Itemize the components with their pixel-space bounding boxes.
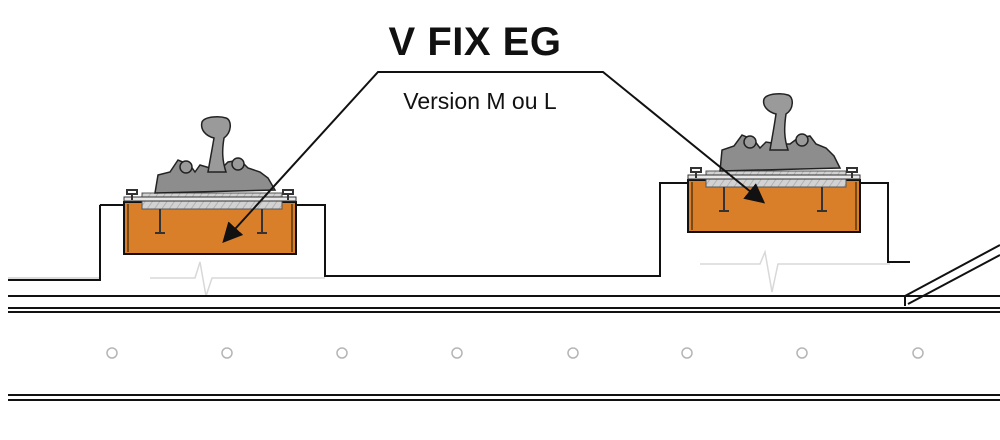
leader-arrows bbox=[222, 71, 766, 243]
diagram-title: V FIX EG bbox=[388, 20, 562, 64]
drainage-hole bbox=[451, 347, 463, 359]
rail-fastening-right bbox=[687, 93, 861, 233]
drainage-hole bbox=[567, 347, 579, 359]
resin-block-right bbox=[687, 179, 861, 233]
rail-fastening-left bbox=[123, 116, 297, 255]
rail-left bbox=[200, 116, 231, 173]
slab-profile bbox=[8, 182, 1000, 401]
drainage-hole bbox=[912, 347, 924, 359]
rail-right bbox=[762, 93, 793, 151]
drainage-hole bbox=[796, 347, 808, 359]
drainage-holes bbox=[106, 347, 924, 359]
drainage-hole bbox=[221, 347, 233, 359]
drainage-hole bbox=[106, 347, 118, 359]
drainage-hole bbox=[681, 347, 693, 359]
drainage-hole bbox=[336, 347, 348, 359]
diagram-subtitle: Version M ou L bbox=[403, 88, 557, 114]
resin-block-left bbox=[123, 201, 297, 255]
